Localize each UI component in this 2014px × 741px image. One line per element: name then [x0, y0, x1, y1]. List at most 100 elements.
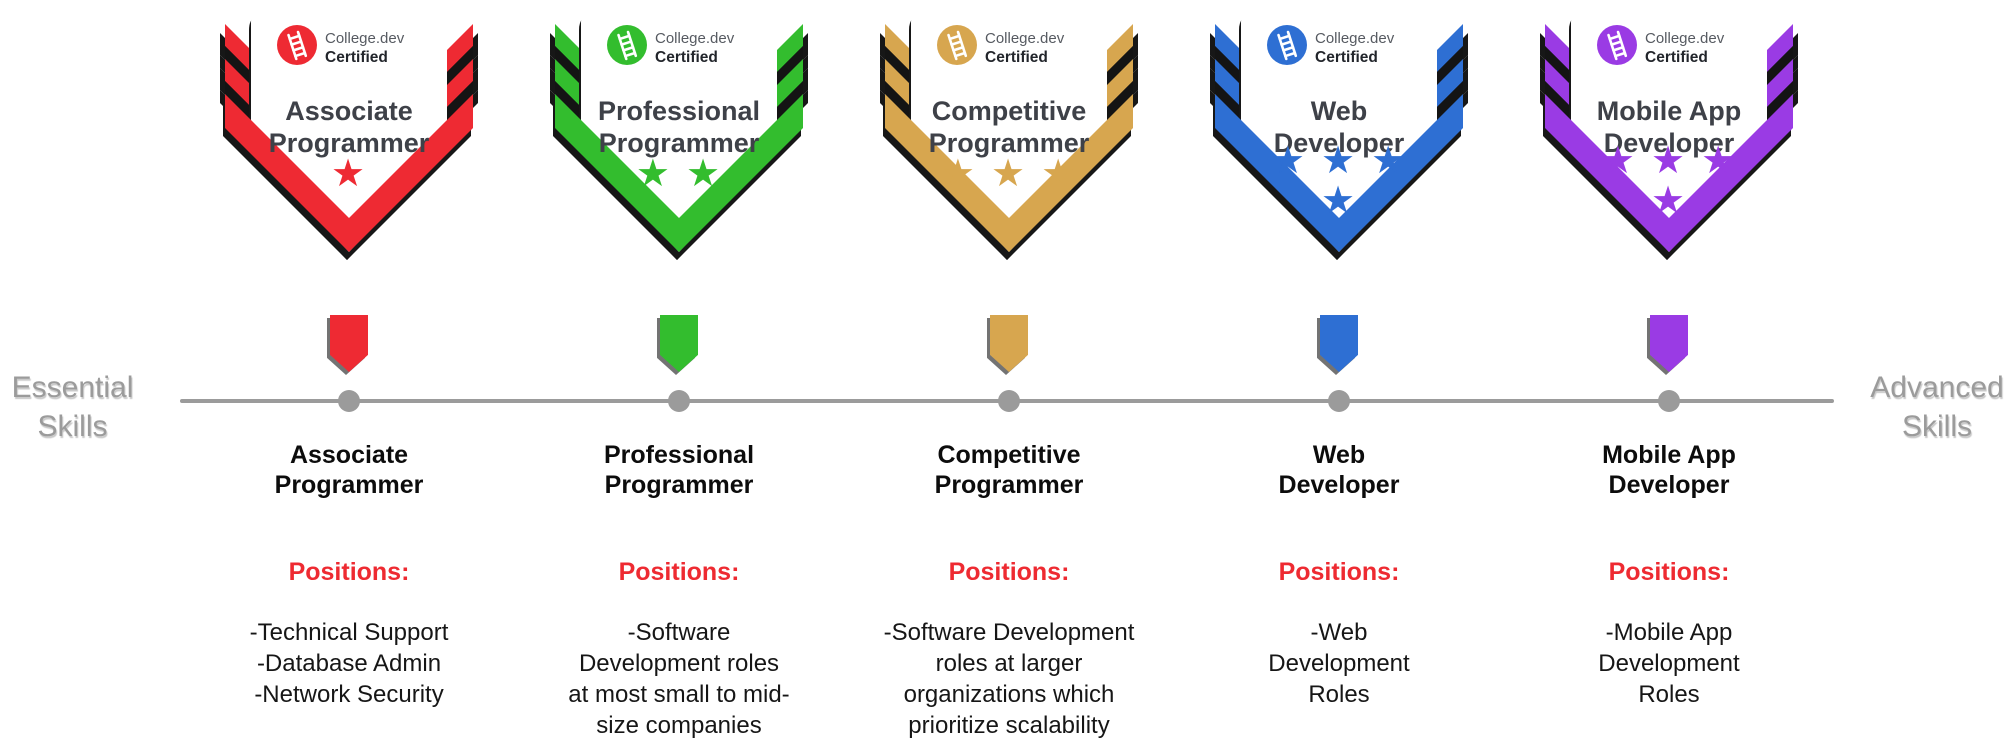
certification-name-label: Associate Programmer	[184, 440, 514, 500]
advanced-skills-label: Advanced Skills	[1870, 371, 2004, 443]
certification-name-label: Professional Programmer	[514, 440, 844, 500]
star-row: ★ ★	[635, 151, 723, 195]
ladder-icon	[617, 30, 638, 61]
positions-heading: Positions:	[618, 558, 740, 586]
position-line: at most small to mid-	[568, 681, 790, 708]
badge-title-line2: Programmer	[269, 128, 430, 158]
star-row: ★ ★ ★	[1270, 138, 1408, 182]
badge-shield: College.dev Certified Professional Progr…	[555, 6, 803, 252]
positions-heading: Positions:	[288, 558, 410, 586]
timeline-marker	[660, 315, 698, 372]
position-line: organizations which	[903, 681, 1115, 708]
position-line: -Software Development	[883, 619, 1135, 646]
ladder-icon	[287, 30, 308, 61]
brand-name: College.dev	[325, 30, 405, 47]
badge-title-line2: Programmer	[599, 128, 760, 158]
ladder-icon	[947, 30, 968, 61]
certification-name-line1: Competitive	[937, 441, 1081, 469]
certification-name-label: Competitive Programmer	[844, 440, 1174, 500]
brand-logo-circle	[1267, 25, 1307, 65]
certification-name-line2: Programmer	[274, 471, 424, 499]
brand-name: College.dev	[1315, 30, 1395, 47]
badge-stars: ★ ★ ★	[879, 153, 1139, 193]
certification-name-line1: Professional	[603, 441, 755, 469]
certification-badge: College.dev Certified Competitive Progra…	[885, 6, 1133, 252]
position-line: -Technical Support	[249, 619, 449, 646]
positions-list: -Technical Support -Database Admin -Networ…	[184, 617, 514, 710]
badge-shield: College.dev Certified Competitive Progra…	[885, 6, 1133, 252]
badge-title-line1: Associate	[285, 96, 413, 126]
badge-chevron-band	[1545, 94, 1793, 252]
certification-badge: College.dev Certified Mobile App Develop…	[1545, 6, 1793, 252]
certification-column: College.dev Certified Associate Programm…	[219, 0, 479, 736]
badge-stars: ★ ★ ★★	[1539, 140, 1799, 220]
certification-name-line1: Web	[1312, 441, 1366, 469]
position-line: -Network Security	[254, 681, 444, 708]
position-line: -Software	[627, 619, 731, 646]
position-line: Roles	[1308, 681, 1370, 708]
star-row: ★	[1320, 178, 1358, 222]
brand-certified-label: Certified	[1315, 49, 1378, 66]
ladder-icon	[1277, 30, 1298, 61]
badge-title-line2: Developer	[1604, 128, 1735, 158]
position-line: -Database Admin	[256, 650, 442, 677]
certification-name-line2: Developer	[1278, 471, 1400, 499]
badge-stars: ★ ★ ★★	[1209, 140, 1469, 220]
badge-chevron-band	[225, 94, 473, 252]
certification-column: College.dev Certified Professional Progr…	[549, 0, 809, 739]
ladder-icon	[1607, 30, 1628, 61]
certification-name-label: Mobile App Developer	[1504, 440, 1834, 500]
badge-shield: College.dev Certified Web Developer	[1215, 6, 1463, 252]
timeline-marker-wrap	[219, 315, 479, 372]
position-line: Development	[1598, 650, 1740, 677]
brand-certified-label: Certified	[985, 49, 1048, 66]
timeline-dot	[998, 390, 1020, 412]
timeline-marker-wrap	[1209, 315, 1469, 372]
timeline-marker-wrap	[879, 315, 1139, 372]
badge-chevron-band	[885, 94, 1133, 252]
certification-column: College.dev Certified Web Developer ★ ★ …	[1209, 0, 1469, 736]
badge-title-line2: Programmer	[929, 128, 1090, 158]
timeline-dot	[1658, 390, 1680, 412]
timeline-marker	[1650, 315, 1688, 372]
certification-badge: College.dev Certified Web Developer	[1215, 6, 1463, 252]
certification-name-line2: Programmer	[934, 471, 1084, 499]
star-row: ★ ★ ★	[940, 151, 1078, 195]
badge-title-line1: Web	[1311, 96, 1368, 126]
timeline-marker-wrap	[1539, 315, 1799, 372]
badge-chevron-band	[1215, 94, 1463, 252]
brand-certified-label: Certified	[325, 49, 388, 66]
brand-name: College.dev	[655, 30, 735, 47]
timeline-marker	[990, 315, 1028, 372]
certification-name-line1: Mobile App	[1602, 441, 1736, 469]
timeline-dot	[668, 390, 690, 412]
timeline-marker	[1320, 315, 1358, 372]
certification-name-line2: Developer	[1608, 471, 1730, 499]
positions-heading: Positions:	[948, 558, 1070, 586]
essential-skills-label: Essential Skills	[11, 371, 134, 443]
certification-name-line2: Programmer	[604, 471, 754, 499]
badge-shield: College.dev Certified Mobile App Develop…	[1545, 6, 1793, 252]
position-line: -Mobile App	[1605, 619, 1733, 646]
position-line: prioritize scalability	[908, 712, 1110, 739]
position-line: Development roles	[578, 650, 780, 677]
badge-chevron-band	[555, 94, 803, 252]
badge-stars: ★ ★	[549, 153, 809, 193]
brand-logo-circle	[607, 25, 647, 65]
brand-logo-circle	[1597, 25, 1637, 65]
brand-certified-label: Certified	[655, 49, 718, 66]
star-row: ★ ★ ★	[1600, 138, 1738, 182]
timeline-marker-wrap	[549, 315, 809, 372]
position-line: -Web	[1310, 619, 1368, 646]
certification-column: College.dev Certified Mobile App Develop…	[1539, 0, 1799, 736]
brand-certified-label: Certified	[1645, 49, 1708, 66]
certification-name-line1: Associate	[289, 441, 409, 469]
positions-heading: Positions:	[1608, 558, 1730, 586]
badge-title-line1: Competitive	[932, 96, 1087, 126]
certification-badge: College.dev Certified Professional Progr…	[555, 6, 803, 252]
timeline-dot	[1328, 390, 1350, 412]
